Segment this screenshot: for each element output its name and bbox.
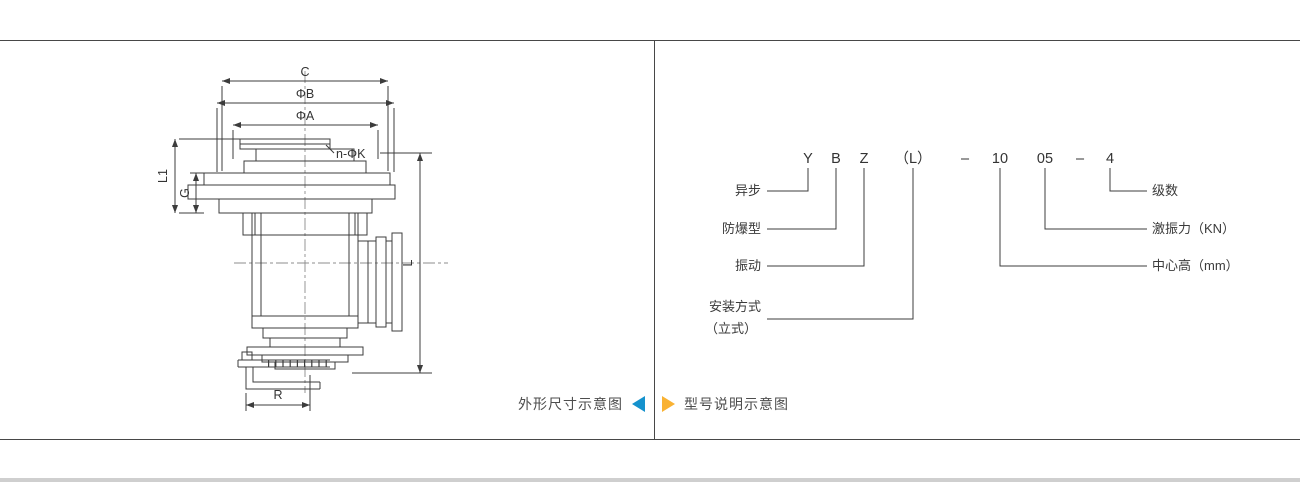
dim-label-l: L: [401, 259, 415, 266]
dim-label-g: G: [178, 188, 192, 198]
code-part-center-height: 10: [992, 151, 1008, 167]
dimension-diagram-panel: C ΦB ΦA: [0, 41, 655, 439]
bottom-bracket: [237, 351, 330, 390]
model-code-panel: Y B Z （L） – 10 05 – 4: [655, 41, 1299, 439]
code-part-explosion-proof: B: [831, 151, 841, 167]
code-part-vibration: Z: [860, 151, 869, 167]
code-dash-1: –: [961, 151, 970, 167]
label-n-phi-k: n-ΦK: [325, 144, 366, 161]
code-part-async: Y: [803, 151, 813, 167]
label-async: 异步: [735, 183, 761, 198]
dim-label-phi-b: ΦB: [296, 87, 314, 101]
left-caption-text: 外形尺寸示意图: [518, 396, 623, 412]
left-caption: 外形尺寸示意图: [518, 396, 645, 412]
content-frame: C ΦB ΦA: [0, 40, 1300, 440]
right-explanations: 级数 激振力（KN） 中心高（mm）: [1152, 183, 1239, 273]
code-part-mounting: （L）: [894, 150, 931, 167]
dim-phi-b: ΦB: [216, 87, 395, 172]
right-caption-text: 型号说明示意图: [684, 396, 789, 412]
dim-label-phi-a: ΦA: [296, 109, 315, 123]
model-code-svg: Y B Z （L） – 10 05 – 4: [705, 150, 1239, 336]
code-connectors: [767, 168, 1147, 320]
dim-label-c: C: [300, 65, 309, 79]
label-poles: 级数: [1152, 183, 1178, 198]
centerlines: [234, 71, 448, 393]
left-explanations: 异步 防爆型 振动 安装方式 （立式）: [705, 183, 761, 336]
shaft-flange: [358, 232, 403, 332]
dim-l1: L1: [156, 138, 240, 214]
label-mount-line1: 安装方式: [709, 299, 761, 314]
top-cover: [239, 138, 367, 174]
left-arrow-icon: [632, 396, 645, 412]
dimension-diagram-svg: C ΦB ΦA: [156, 65, 448, 411]
dim-label-r: R: [273, 388, 282, 402]
label-excitation-force: 激振力（KN）: [1152, 221, 1235, 236]
label-center-height: 中心高（mm）: [1152, 258, 1239, 273]
label-explosion-proof: 防爆型: [722, 221, 761, 236]
right-arrow-icon: [662, 396, 675, 412]
dim-l: L: [352, 152, 432, 374]
right-caption: 型号说明示意图: [662, 396, 789, 412]
code-part-excitation-force: 05: [1037, 151, 1053, 167]
dim-label-n-phi-k: n-ΦK: [336, 147, 366, 161]
bottom-edge-strip: [0, 478, 1300, 482]
label-mount-line2: （立式）: [705, 321, 757, 336]
code-dash-2: –: [1076, 151, 1085, 167]
dim-r: R: [245, 375, 311, 411]
code-part-poles: 4: [1106, 151, 1114, 167]
model-code-line: Y B Z （L） – 10 05 – 4: [803, 150, 1114, 167]
dim-phi-a: ΦA: [232, 109, 379, 159]
label-vibration: 振动: [735, 258, 761, 273]
dim-label-l1: L1: [156, 169, 170, 183]
mounting-flange: [187, 172, 396, 214]
motor-body: [242, 212, 368, 316]
dim-g: G: [178, 172, 206, 213]
